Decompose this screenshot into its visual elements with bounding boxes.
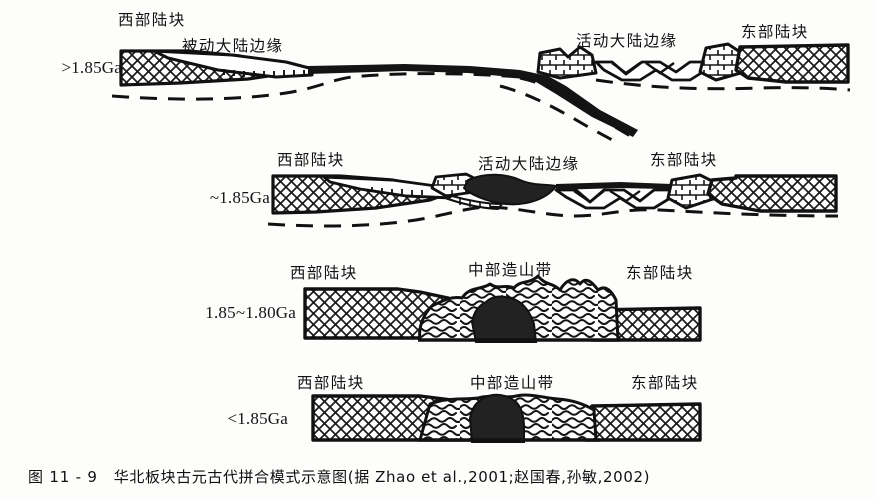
- age-label-panel-1: >1.85Ga: [61, 58, 122, 77]
- panel-1-eastern-block-shape: [734, 43, 850, 84]
- panel-1-label-passive-margin: 被动大陆边缘: [182, 37, 284, 55]
- age-label-panel-4: <1.85Ga: [227, 409, 288, 428]
- panel-2-diagram: [267, 172, 839, 228]
- panel-4-central-orogenic-belt: [418, 393, 600, 443]
- panel-3-label-western-block: 西部陆块: [290, 264, 358, 282]
- age-label-panel-3: 1.85~1.80Ga: [205, 303, 296, 322]
- panel-2-eastern-block-shape: [706, 174, 838, 213]
- panel-1-diagram: [111, 42, 851, 144]
- panel-3-central-orogenic-belt: [418, 274, 620, 343]
- panel-4-eastern-block-shape: [578, 402, 702, 442]
- figure-caption: 图 11 - 9 华北板块古元古代拼合模式示意图(据 Zhao et al.,20…: [28, 466, 858, 487]
- panel-2-label-eastern-block: 东部陆块: [650, 151, 718, 169]
- panel-2-ophiolite-chevrons: [554, 188, 674, 210]
- panel-4-label-western-block: 西部陆块: [297, 374, 365, 392]
- panel-1-east-lithosphere-dashes: [595, 78, 851, 92]
- age-label-panel-2: ~1.85Ga: [209, 188, 270, 207]
- figure-caption-title: 华北板块古元古代拼合模式示意图(据 Zhao et al.,2001;赵国春,孙…: [113, 468, 651, 486]
- panel-2-label-active-margin: 活动大陆边缘: [478, 155, 580, 173]
- panel-1-oceanic-slab: [308, 64, 638, 137]
- panel-2-plate-top-line: [556, 182, 700, 192]
- panel-2-suture-core: [445, 173, 558, 211]
- panel-1-label-eastern-block: 东部陆块: [741, 23, 809, 41]
- panel-1-slab-boundary-dashes: [499, 76, 633, 144]
- panel-1-arc-wedge-left: [536, 45, 598, 80]
- panel-3-label-eastern-block: 东部陆块: [626, 264, 694, 282]
- panel-2-label-western-block: 西部陆块: [277, 151, 345, 169]
- panel-1-label-western-block: 西部陆块: [118, 11, 186, 29]
- figure-caption-number: 图 11 - 9: [28, 468, 98, 486]
- panel-4-label-central-orogenic-belt: 中部造山带: [470, 374, 555, 392]
- panel-3-diagram: [303, 274, 702, 343]
- panel-1-passive-margin-wedge: [152, 49, 315, 79]
- panel-1-lithosphere-boundary: [111, 72, 521, 101]
- panel-3-label-central-orogenic-belt: 中部造山带: [468, 261, 553, 279]
- panel-2-lithosphere-dashes: [267, 205, 839, 228]
- panel-4-diagram: [311, 393, 702, 443]
- panel-1-accretionary-chevrons: [594, 60, 708, 82]
- panel-1-label-active-margin: 活动大陆边缘: [576, 32, 678, 50]
- panel-4-label-eastern-block: 东部陆块: [631, 374, 699, 392]
